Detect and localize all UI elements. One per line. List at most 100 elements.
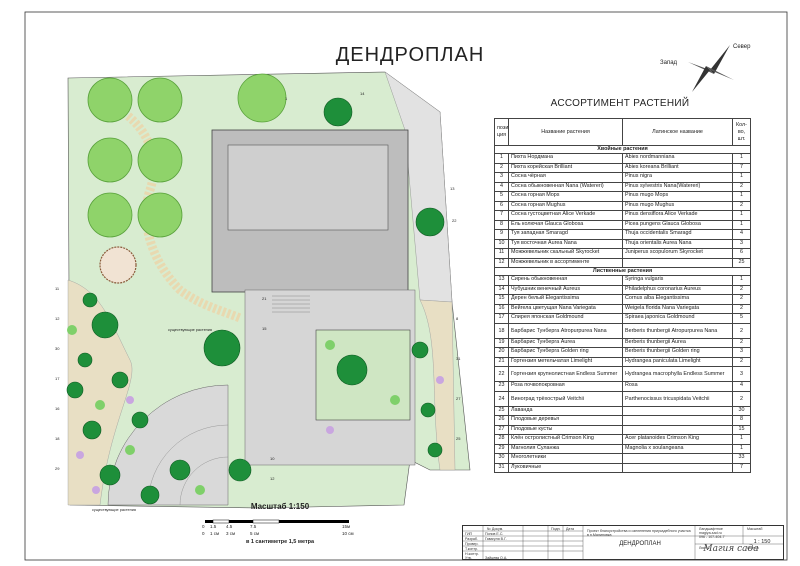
stamp-site: magiya-sad.ru: [699, 531, 722, 535]
conifers: [66, 97, 445, 505]
latin-name: [622, 257, 733, 268]
plant-name: Вейгела цветущая Nana Variegata: [508, 303, 623, 314]
latin-name: Berberis thunbergii Golden ring: [622, 347, 733, 358]
latin-name: Berberis thunbergii Atropurpurea Nana: [622, 322, 733, 339]
plant-name: Виноград трёхострый Veitchii: [508, 390, 623, 407]
plant-name: Гортензия метельчатая Limelight: [508, 356, 623, 367]
plant-name: Роза почвопокровная: [508, 381, 623, 392]
svg-text:22: 22: [452, 218, 457, 223]
scale-tick-label: 3 см: [226, 531, 236, 536]
plant-name: Плодовые деревья: [508, 415, 623, 426]
row-number: 26: [494, 415, 509, 426]
plant-name: Клён остролистный Crimson King: [508, 434, 623, 445]
row-number: 25: [494, 405, 509, 416]
svg-text:18: 18: [55, 436, 60, 441]
row-number: 12: [494, 257, 509, 268]
quantity: 2: [732, 200, 751, 211]
row-number: 30: [494, 453, 509, 464]
stamp-gip: ГИП: [465, 532, 473, 536]
row-number: 10: [494, 238, 509, 249]
scale-tick-label: 1.5: [210, 524, 217, 529]
row-number: 5: [494, 191, 509, 202]
plan-label-existing: существующие растения: [168, 328, 212, 332]
plant-name: Сосна густоцветная Alice Verkade: [508, 210, 623, 221]
svg-text:11: 11: [55, 286, 60, 291]
stamp-sheets: Листов: [747, 546, 759, 550]
row-number: 19: [494, 337, 509, 348]
plant-name: Луковичные: [508, 462, 623, 473]
row-number: 20: [494, 347, 509, 358]
col-name: Название растения: [508, 118, 623, 146]
plant-name: Плодовые кусты: [508, 424, 623, 435]
latin-name: [622, 405, 733, 416]
col-latin: Латинское название: [622, 118, 733, 146]
latin-name: Pinus nigra: [622, 172, 733, 183]
plant-name: Чубушник венечный Aureus: [508, 284, 623, 295]
latin-name: Cornus alba Elegantissima: [622, 294, 733, 305]
svg-text:14: 14: [360, 91, 365, 96]
row-number: 29: [494, 443, 509, 454]
latin-name: Thuja orientalis Aurea Nana: [622, 238, 733, 249]
plant-name: Барбарис Тунберга Aurea: [508, 337, 623, 348]
compass-north-label: Север: [733, 44, 751, 50]
svg-text:25: 25: [456, 436, 461, 441]
stamp-phone: 096 - 107-404-7: [699, 535, 725, 539]
quantity: 4: [732, 229, 751, 240]
plant-name: Сосна горная Mops: [508, 191, 623, 202]
quantity: 1: [732, 219, 751, 230]
quantity: 5: [732, 313, 751, 324]
svg-text:12: 12: [270, 476, 275, 481]
plant-name: Пихта корейская Brilliant: [508, 162, 623, 173]
row-number: 3: [494, 172, 509, 183]
stamp-nkontr: Н.контр.: [465, 552, 479, 556]
plant-name: Можжевельник в ассортименте: [508, 257, 623, 268]
company-logo: Магия сада: [703, 544, 759, 554]
house-roof: [227, 144, 389, 231]
latin-name: Hydrangea macrophylla Endless Summer: [622, 366, 733, 382]
quantity: 1: [732, 434, 751, 445]
quantity: 1: [732, 172, 751, 183]
quantity: 7: [732, 462, 751, 473]
plant-name: Ель колючая Glauca Globosa: [508, 219, 623, 230]
quantity: 3: [732, 366, 751, 382]
small-shrubs: [67, 325, 400, 495]
compass-west-label: Запад: [660, 60, 678, 66]
latin-name: [622, 453, 733, 464]
plant-name: Спирея японская Goldmound: [508, 313, 623, 324]
row-number: 13: [494, 275, 509, 286]
row-number: 4: [494, 181, 509, 192]
plant-name: Сирень обыкновенная: [508, 275, 623, 286]
stamp-utv: Утв.: [465, 555, 472, 560]
latin-name: Pinus densiflora Alice Verkade: [622, 210, 733, 221]
section-title: Лиственные растения: [494, 267, 751, 276]
latin-name: Thuja occidentalis Smaragd: [622, 229, 733, 240]
scale-tick-label: 15м: [342, 524, 351, 529]
latin-name: [622, 462, 733, 473]
latin-name: Magnolia x soulangeana: [622, 443, 733, 454]
quantity: 2: [732, 284, 751, 295]
plant-name: Можжевельник скальный Skyrocket: [508, 248, 623, 259]
latin-name: [622, 424, 733, 435]
quantity: 3: [732, 238, 751, 249]
quantity: 25: [732, 257, 751, 268]
row-number: 6: [494, 200, 509, 211]
title-block: № Докум. Подп. Дата ГИП Попов Е.С. Разра…: [462, 525, 784, 560]
